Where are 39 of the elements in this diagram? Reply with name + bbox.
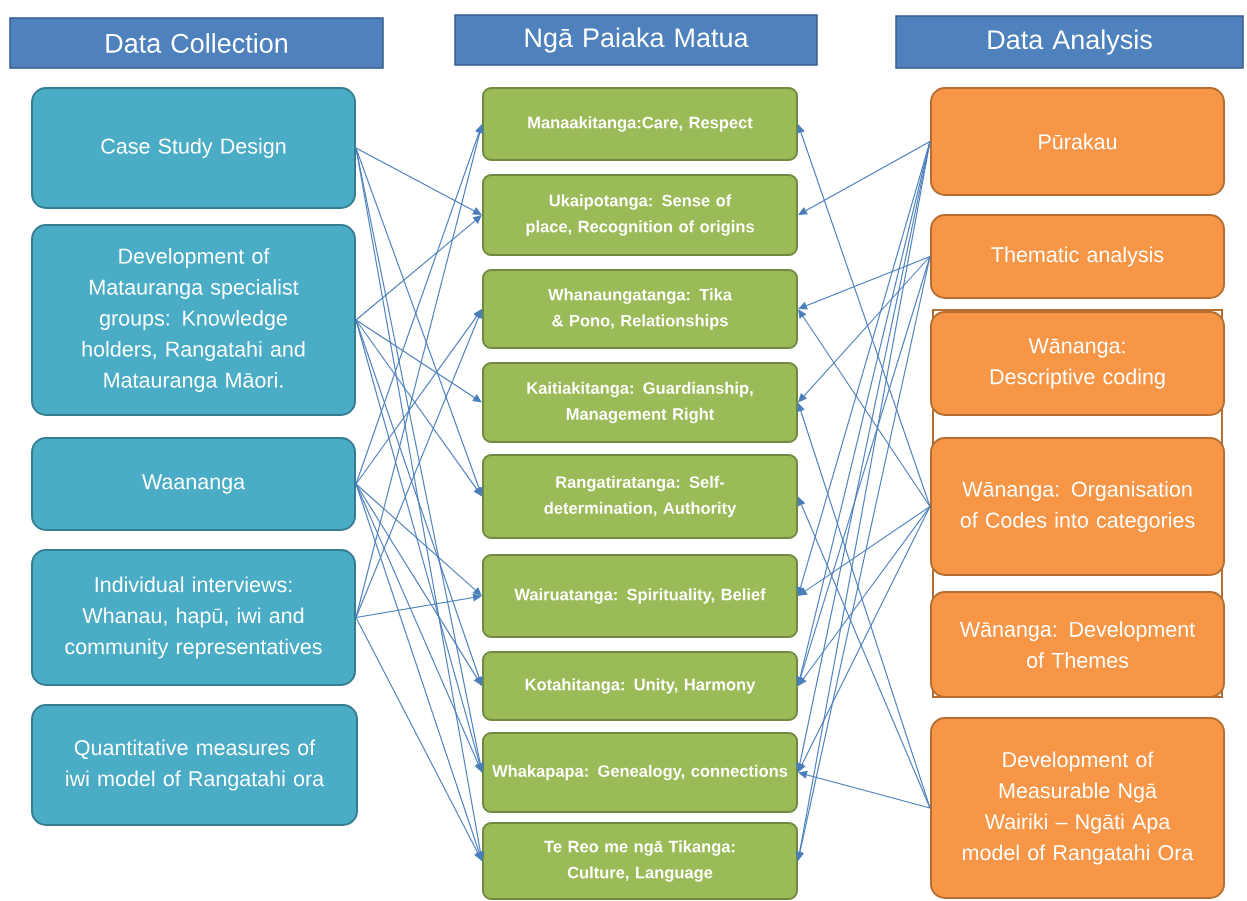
collection-box: Waananga	[31, 437, 356, 531]
arrow	[355, 593, 482, 619]
title-box: Ngā Paiaka Matua	[454, 14, 818, 66]
arrow	[355, 319, 482, 403]
arrow	[355, 483, 482, 596]
principle-box: Te Reo me ngā Tikanga: Culture, Language	[482, 822, 798, 900]
analysis-box: Pūrakau	[930, 87, 1225, 196]
arrow	[798, 140, 931, 215]
principle-box: Whanaungatanga: Tika & Pono, Relationships	[482, 269, 798, 349]
analysis-box: Thematic analysis	[930, 214, 1225, 299]
principle-box: Rangatiratanga: Self-determination, Authority	[482, 454, 798, 539]
principle-box: Ukaipotanga: Sense of place, Recognition of origins	[482, 174, 798, 256]
arrow	[355, 616, 482, 861]
arrow	[798, 505, 931, 686]
arrow	[797, 124, 931, 508]
principle-box: Manaakitanga:Care, Respect	[482, 87, 798, 161]
arrow	[798, 309, 931, 508]
analysis-box: Development of Measurable Ngā Wairiki – Ngāti Apa model of Rangatahi Ora	[930, 717, 1225, 899]
arrow	[355, 483, 482, 686]
analysis-box: Wānanga: Descriptive coding	[930, 311, 1225, 416]
collection-box: Individual interviews: Whanau, hapū, iwi and community representatives	[31, 549, 356, 686]
analysis-box: Wānanga: Organisation of Codes into categories	[930, 437, 1225, 576]
title-box: Data Collection	[9, 17, 384, 69]
arrow	[355, 309, 483, 619]
principle-box: Kaitiakitanga: Guardianship, Management Right	[482, 362, 798, 443]
arrow	[798, 505, 931, 596]
arrow	[355, 215, 482, 321]
arrow	[798, 255, 931, 403]
principle-box: Whakapapa: Genealogy, connections	[482, 732, 798, 813]
arrow	[798, 770, 931, 809]
arrow	[355, 147, 482, 215]
analysis-box: Wānanga: Development of Themes	[930, 591, 1225, 698]
title-box: Data Analysis	[895, 15, 1244, 69]
principle-box: Kotahitanga: Unity, Harmony	[482, 651, 798, 721]
collection-box: Development of Matauranga specialist groups: Knowledge holders, Rangatahi and Matauranga Māori.	[31, 224, 356, 416]
principle-box: Wairuatanga: Spirituality, Belief	[482, 554, 798, 638]
arrow	[798, 255, 931, 310]
collection-box: Case Study Design	[31, 87, 356, 209]
collection-box: Quantitative measures of iwi model of Rangatahi ora	[31, 704, 358, 826]
